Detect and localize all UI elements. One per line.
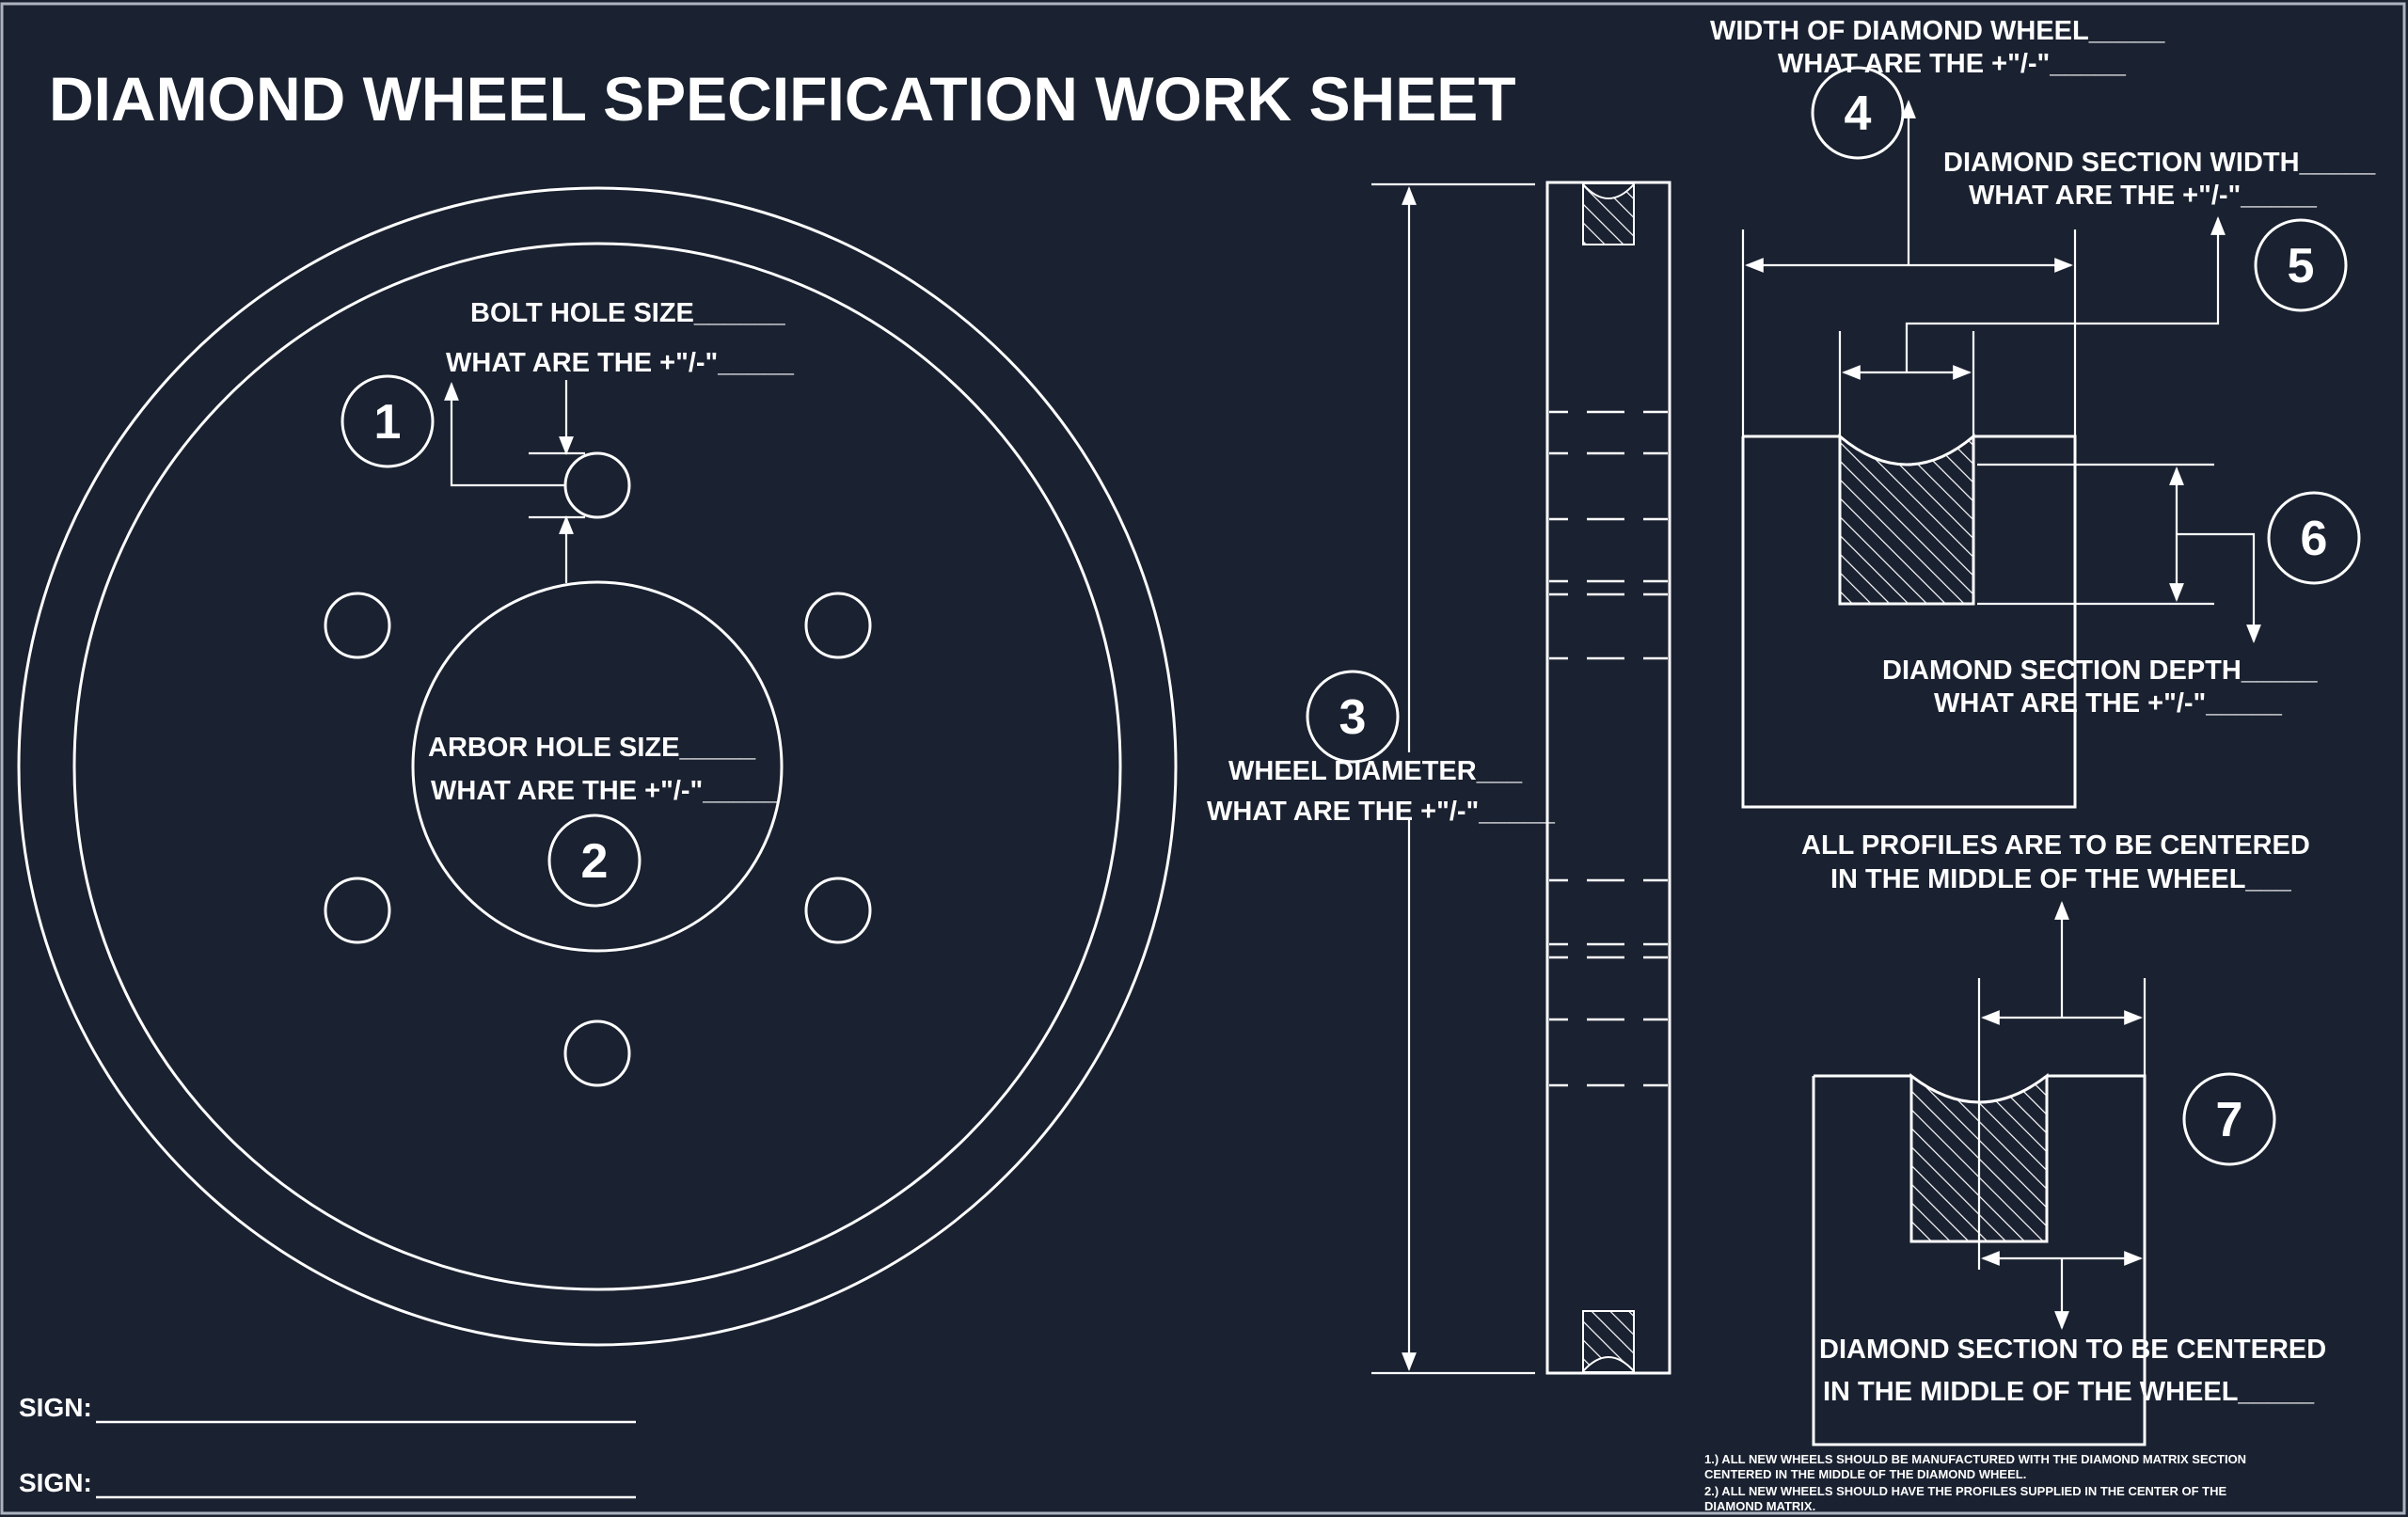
- footnote-line: CENTERED IN THE MIDDLE OF THE DIAMOND WH…: [1704, 1467, 2026, 1481]
- bolt-hole: [804, 592, 872, 659]
- bolt-hole: [563, 1019, 631, 1087]
- callout-number: 2: [581, 834, 609, 889]
- diamond-segment-top: [1582, 183, 1635, 245]
- profiles-note-line1: ALL PROFILES ARE TO BE CENTERED: [1801, 830, 2310, 861]
- callout-wheel-diameter: 3 WHEEL DIAMETER___ WHAT ARE THE +"/-"__…: [1207, 182, 1556, 1375]
- centering-detail: 7 DIAMOND SECTION TO BE CENTERED IN THE …: [1812, 901, 2326, 1446]
- footnote-line: DIAMOND MATRIX.: [1704, 1499, 1815, 1513]
- callout-number-circle: [1811, 66, 1905, 160]
- section-depth-tolerance-label: WHAT ARE THE +"/-"_____: [1934, 688, 2283, 719]
- bolt-hole: [324, 592, 391, 659]
- bolt-hole: [324, 877, 391, 944]
- wheel-diameter-tolerance-label: WHAT ARE THE +"/-"_____: [1207, 797, 1556, 827]
- callout-number: 4: [1845, 87, 1872, 141]
- footnote-line: 2.) ALL NEW WHEELS SHOULD HAVE THE PROFI…: [1704, 1484, 2227, 1498]
- callout-number: 6: [2301, 512, 2328, 566]
- callout-number: 7: [2216, 1093, 2243, 1147]
- wheel-side-profile: [1545, 181, 1671, 1375]
- bolt-hole-size-label: BOLT HOLE SIZE______: [470, 298, 786, 328]
- callout-number-circle: [547, 814, 642, 908]
- callout-number-circle: [2182, 1072, 2276, 1166]
- section-depth-label: DIAMOND SECTION DEPTH_____: [1882, 656, 2318, 686]
- section-detail: [1741, 433, 2077, 809]
- wheel-front-view: [17, 186, 1178, 1347]
- callout-number-circle: [341, 374, 435, 468]
- bolt-hole: [563, 451, 631, 519]
- profiles-note-line2: IN THE MIDDLE OF THE WHEEL___: [1830, 864, 2292, 894]
- bolt-hole: [804, 877, 872, 944]
- centered-section-label-line2: IN THE MIDDLE OF THE WHEEL_____: [1823, 1377, 2315, 1407]
- callout-bolt-hole: BOLT HOLE SIZE______ WHAT ARE THE +"/-"_…: [341, 298, 795, 583]
- callout-number: 5: [2288, 239, 2315, 293]
- section-width-label: DIAMOND SECTION WIDTH_____: [1943, 148, 2376, 178]
- wheel-diameter-label: WHEEL DIAMETER___: [1228, 756, 1523, 786]
- callout-number: 3: [1339, 690, 1367, 745]
- callout-number-circle: [1306, 670, 1400, 764]
- callout-number: 1: [374, 395, 402, 450]
- diamond-section-hatched: [1838, 433, 1975, 606]
- arbor-hole: [411, 580, 784, 953]
- wheel-width-label: WIDTH OF DIAMOND WHEEL_____: [1710, 16, 2165, 46]
- signature-area: SIGN: SIGN:: [19, 1393, 636, 1499]
- bolt-hole-tolerance-label: WHAT ARE THE +"/-"_____: [446, 348, 795, 378]
- section-width-tolerance-label: WHAT ARE THE +"/-"_____: [1969, 181, 2318, 211]
- wheel-side-view: [1545, 181, 1671, 1375]
- callout-number-circle: [2267, 491, 2361, 585]
- arbor-hole-tolerance-label: WHAT ARE THE +"/-"_____: [431, 776, 780, 806]
- callout-section-depth: 6 DIAMOND SECTION DEPTH_____ WHAT ARE TH…: [1882, 463, 2361, 719]
- callout-section-width: DIAMOND SECTION WIDTH_____ WHAT ARE THE …: [1838, 148, 2376, 436]
- signature-label: SIGN:: [19, 1468, 92, 1497]
- wheel-outer-rim: [17, 186, 1178, 1347]
- callout-wheel-width: 4 WIDTH OF DIAMOND WHEEL_____ WHAT ARE T…: [1710, 16, 2165, 636]
- wheel-inner-rim: [72, 242, 1122, 1291]
- wheel-width-tolerance-label: WHAT ARE THE +"/-"_____: [1778, 49, 2127, 79]
- callout-number-circle: [2254, 218, 2348, 312]
- page-title: DIAMOND WHEEL SPECIFICATION WORK SHEET: [49, 64, 1516, 134]
- footnotes: 1.) ALL NEW WHEELS SHOULD BE MANUFACTURE…: [1704, 1452, 2246, 1513]
- centered-section-label: DIAMOND SECTION TO BE CENTERED: [1819, 1335, 2326, 1365]
- footnote-line: 1.) ALL NEW WHEELS SHOULD BE MANUFACTURE…: [1704, 1452, 2246, 1466]
- callout-arbor-hole: ARBOR HOLE SIZE_____ WHAT ARE THE +"/-"_…: [428, 733, 780, 908]
- arbor-hole-size-label: ARBOR HOLE SIZE_____: [428, 733, 756, 763]
- signature-label: SIGN:: [19, 1393, 92, 1422]
